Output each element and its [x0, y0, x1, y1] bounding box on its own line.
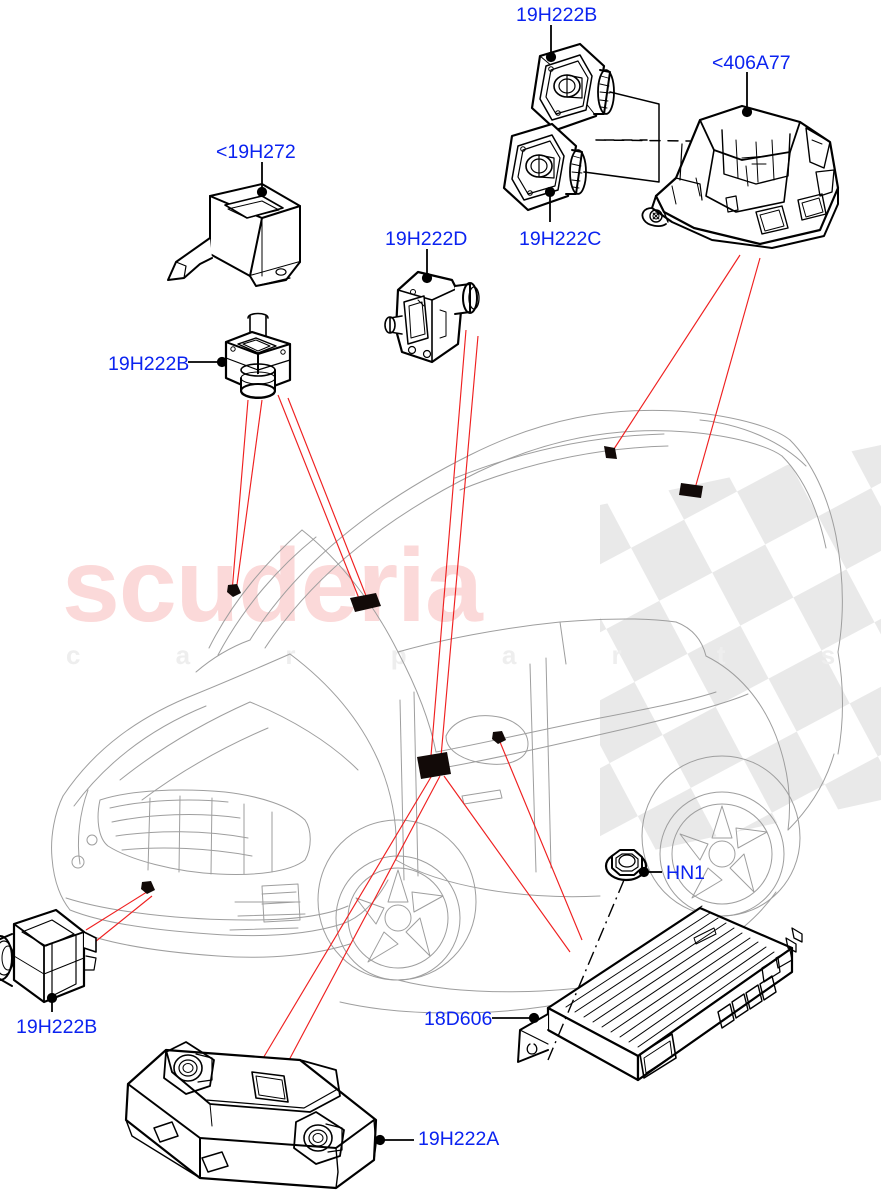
- part-19h222c-camera: [502, 122, 587, 212]
- part-label-hn1[interactable]: HN1: [666, 862, 706, 884]
- leader-lines: [46, 25, 753, 1146]
- part-hn1-nut: [604, 849, 648, 882]
- mount-door-sill: [417, 752, 451, 779]
- part-label-18d606[interactable]: 18D606: [424, 1008, 493, 1030]
- part-label-19h272[interactable]: <19H272: [216, 141, 296, 163]
- mount-a-pillar: [350, 593, 381, 612]
- part-406a77-housing: [641, 104, 840, 249]
- part-19h222d-camera: [384, 270, 480, 364]
- mount-front-bumper: [141, 881, 155, 894]
- part-19h222b-camera-front: [0, 908, 97, 1004]
- part-19h272-cover: [167, 183, 301, 287]
- part-19h222b-camera-mid: [224, 312, 292, 399]
- part-label-19h222b-mid[interactable]: 19H222B: [108, 353, 190, 375]
- part-label-19h222d[interactable]: 19H222D: [385, 228, 468, 250]
- part-19h222b-camera-top: [530, 42, 615, 132]
- part-19h222a-rear-unit: [124, 1041, 378, 1190]
- camera-housing-connectors: [583, 91, 691, 183]
- mount-windscreen: [227, 584, 241, 597]
- part-label-19h222b-front[interactable]: 19H222B: [16, 1016, 98, 1038]
- part-label-406a77[interactable]: <406A77: [712, 52, 791, 74]
- part-label-19h222b-top[interactable]: 19H222B: [516, 4, 598, 26]
- mount-roof-rear: [679, 483, 703, 498]
- part-label-19h222a[interactable]: 19H222A: [418, 1128, 500, 1150]
- mount-roof-front: [604, 446, 617, 459]
- part-label-19h222c[interactable]: 19H222C: [519, 228, 602, 250]
- part-18d606-module: [517, 905, 803, 1082]
- mount-mirror: [492, 731, 506, 744]
